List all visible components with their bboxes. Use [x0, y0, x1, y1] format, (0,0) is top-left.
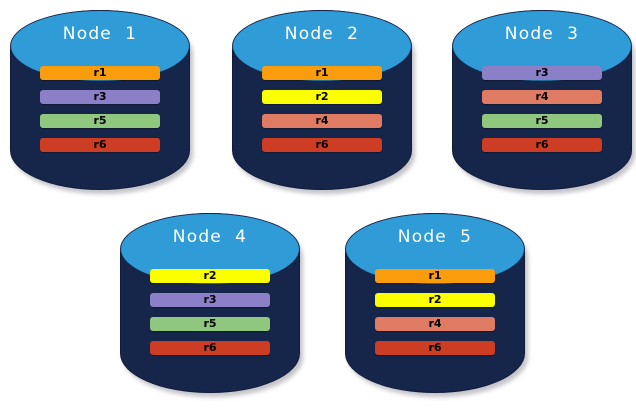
replica-label: r2: [428, 293, 442, 306]
replica-label: r6: [535, 138, 549, 151]
replica-bar[interactable]: r1: [375, 269, 495, 283]
database-node-1[interactable]: Node 1 r1 r3 r5 r6: [10, 10, 193, 194]
database-node-5[interactable]: Node 5 r1 r2 r4 r6: [345, 213, 528, 397]
replica-label: r6: [428, 341, 442, 354]
replica-label: r3: [535, 66, 549, 79]
replica-bar[interactable]: r5: [40, 114, 160, 128]
replica-list: r3 r4 r5 r6: [482, 66, 602, 162]
replica-bar[interactable]: r2: [262, 90, 382, 104]
replica-bar[interactable]: r2: [150, 269, 270, 283]
replica-bar[interactable]: r6: [40, 138, 160, 152]
replica-label: r5: [535, 114, 549, 127]
replica-list: r1 r2 r4 r6: [262, 66, 382, 162]
replica-bar[interactable]: r4: [262, 114, 382, 128]
database-node-4[interactable]: Node 4 r2 r3 r5 r6: [120, 213, 303, 397]
database-node-3[interactable]: Node 3 r3 r4 r5 r6: [452, 10, 635, 194]
replica-bar[interactable]: r4: [375, 317, 495, 331]
replica-label: r6: [93, 138, 107, 151]
node-label: Node 1: [62, 24, 138, 44]
node-label: Node 2: [284, 24, 360, 44]
replica-bar[interactable]: r4: [482, 90, 602, 104]
replica-bar[interactable]: r1: [262, 66, 382, 80]
replica-label: r2: [203, 269, 217, 282]
replica-bar[interactable]: r5: [150, 317, 270, 331]
replica-list: r1 r3 r5 r6: [40, 66, 160, 162]
replica-list: r2 r3 r5 r6: [150, 269, 270, 365]
replica-bar[interactable]: r3: [40, 90, 160, 104]
replica-label: r3: [93, 90, 107, 103]
replica-label: r4: [428, 317, 442, 330]
replica-label: r3: [203, 293, 217, 306]
replica-label: r5: [93, 114, 107, 127]
database-node-2[interactable]: Node 2 r1 r2 r4 r6: [232, 10, 415, 194]
replica-label: r5: [203, 317, 217, 330]
replica-bar[interactable]: r3: [482, 66, 602, 80]
replica-label: r1: [428, 269, 442, 282]
replica-label: r4: [315, 114, 329, 127]
replica-label: r1: [315, 66, 329, 79]
replica-label: r2: [315, 90, 329, 103]
node-label: Node 5: [397, 227, 473, 247]
replica-label: r1: [93, 66, 107, 79]
replica-bar[interactable]: r1: [40, 66, 160, 80]
node-label: Node 4: [172, 227, 248, 247]
replica-list: r1 r2 r4 r6: [375, 269, 495, 365]
replica-bar[interactable]: r3: [150, 293, 270, 307]
replica-bar[interactable]: r5: [482, 114, 602, 128]
node-label: Node 3: [504, 24, 580, 44]
replica-bar[interactable]: r2: [375, 293, 495, 307]
replica-label: r6: [203, 341, 217, 354]
replica-bar[interactable]: r6: [262, 138, 382, 152]
replica-label: r4: [535, 90, 549, 103]
replica-bar[interactable]: r6: [482, 138, 602, 152]
replica-bar[interactable]: r6: [375, 341, 495, 355]
replica-label: r6: [315, 138, 329, 151]
replica-bar[interactable]: r6: [150, 341, 270, 355]
